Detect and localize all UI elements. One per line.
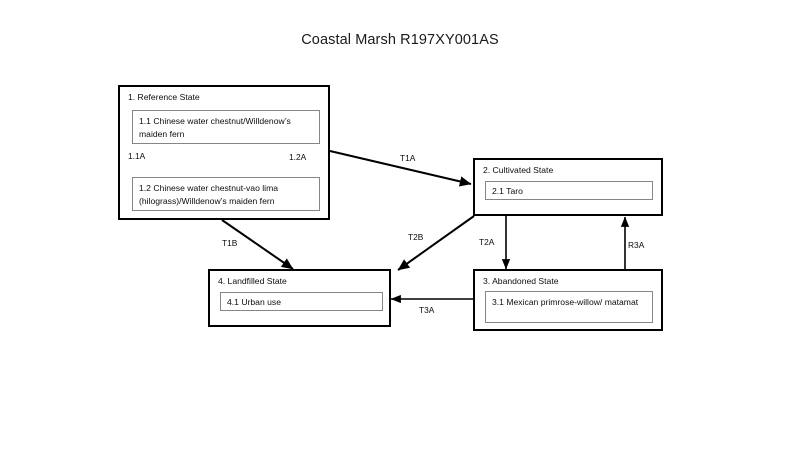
state-box-reference[interactable]: 1. Reference State 1.1 Chinese water che… [118,85,330,220]
phase-box-4-1[interactable]: 4.1 Urban use [220,292,383,311]
transition-label-1-2A: 1.2A [289,152,307,162]
transition-label-T2A: T2A [479,237,495,247]
state-title-reference: 1. Reference State [128,92,200,102]
transition-label-T1A: T1A [400,153,416,163]
state-box-abandoned[interactable]: 3. Abandoned State 3.1 Mexican primrose-… [473,269,663,331]
transition-label-T3A: T3A [419,305,435,315]
arrow-T2B [397,215,475,271]
state-title-abandoned: 3. Abandoned State [483,276,559,286]
phase-label-4-1: 4.1 Urban use [227,297,281,307]
phase-label-1-1: 1.1 Chinese water chestnut/Willdenow’s m… [139,116,291,139]
phase-label-2-1: 2.1 Taro [492,186,523,196]
state-title-landfilled: 4. Landfilled State [218,276,287,286]
transition-label-T2B: T2B [408,232,424,242]
state-box-cultivated[interactable]: 2. Cultivated State 2.1 Taro [473,158,663,216]
phase-box-1-1[interactable]: 1.1 Chinese water chestnut/Willdenow’s m… [132,110,320,144]
transition-label-1-1A: 1.1A [128,151,146,161]
state-box-landfilled[interactable]: 4. Landfilled State 4.1 Urban use [208,269,391,327]
phase-box-2-1[interactable]: 2.1 Taro [485,181,653,200]
phase-box-1-2[interactable]: 1.2 Chinese water chestnut-vao lima (hil… [132,177,320,211]
page-title: Coastal Marsh R197XY001AS [301,32,499,48]
phase-label-1-2: 1.2 Chinese water chestnut-vao lima (hil… [139,183,279,206]
phase-label-3-1: 3.1 Mexican primrose-willow/ matamat [492,297,639,307]
transition-label-R3A: R3A [628,240,645,250]
state-title-cultivated: 2. Cultivated State [483,165,554,175]
transition-label-T1B: T1B [222,238,238,248]
phase-box-3-1[interactable]: 3.1 Mexican primrose-willow/ matamat [485,291,653,323]
